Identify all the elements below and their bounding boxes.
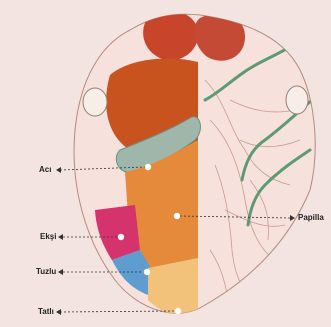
arrow-eksi: [58, 234, 63, 240]
label-tuzlu: Tuzlu: [36, 267, 56, 276]
arrow-aci: [56, 167, 61, 173]
marker-tatli: [175, 308, 181, 314]
label-papilla: Papilla: [298, 213, 324, 222]
arrow-tuzlu: [58, 269, 63, 275]
left-tonsil: [83, 88, 107, 116]
marker-aci: [145, 164, 151, 170]
marker-tuzlu: [144, 269, 150, 275]
marker-papilla: [174, 213, 180, 219]
label-tatli: Tatlı: [38, 307, 54, 316]
right-tonsil: [286, 86, 308, 114]
marker-eksi: [118, 234, 124, 240]
arrow-tatli: [56, 309, 61, 315]
label-aci: Acı: [39, 165, 51, 174]
label-eksi: Ekşi: [40, 232, 56, 241]
